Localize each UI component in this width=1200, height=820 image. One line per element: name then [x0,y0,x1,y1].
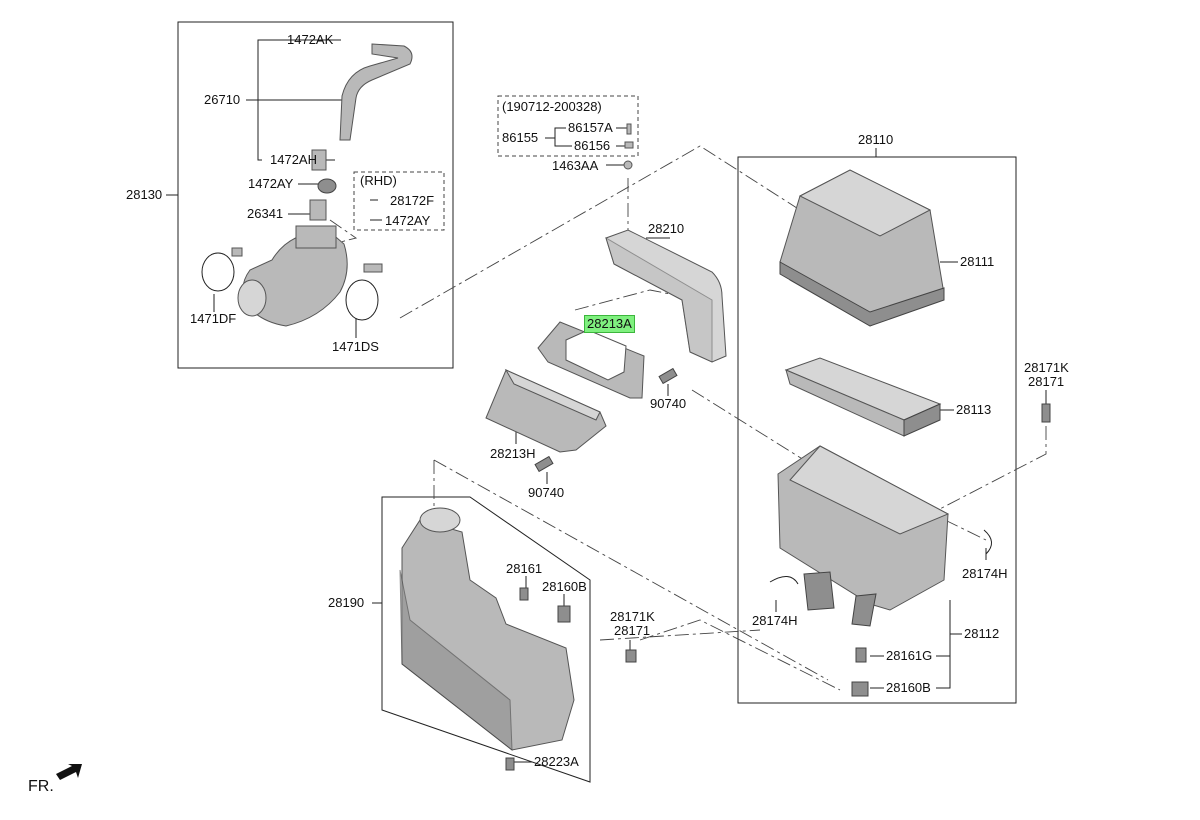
label-26710: 26710 [204,92,241,107]
label-28171-a: 28171 [1028,374,1065,389]
label-28161G: 28161G [886,648,933,663]
rhd-box [353,171,445,231]
label-28210: 28210 [648,221,685,236]
label-28172F: 28172F [390,193,435,208]
clamps-left [201,247,383,321]
label-86155: 86155 [502,130,539,145]
hose-26710 [339,43,413,141]
resonator-28190 [399,507,637,771]
label-28171K-a: 28171K [1024,360,1069,375]
date-range-box [497,95,639,157]
label-28160B-a: 28160B [886,680,931,695]
label-28213H: 28213H [490,446,536,461]
label-28213A-highlighted[interactable]: 28213A [584,315,635,333]
bolts-90740 [534,367,678,473]
label-28171K-b: 28171K [610,609,655,624]
clips-28174H [769,529,992,585]
label-26341: 26341 [247,206,284,221]
grommets-28161G [851,647,869,697]
label-28174H-b: 28174H [752,613,798,628]
label-28160B-b: 28160B [542,579,587,594]
leader-lines-28110 [775,148,1047,689]
label-1463AA: 1463AA [552,158,599,173]
group-box-28110 [737,156,1017,704]
gasket-28213A [537,321,645,399]
label-90740-b: 90740 [528,485,565,500]
body-28112 [777,445,950,627]
label-rhd: (RHD) [360,173,397,188]
bolt-28171-right [1041,403,1051,423]
front-arrow-icon [56,764,82,780]
label-1472AY-a: 1472AY [248,176,294,191]
fasteners-86155 [623,123,634,170]
label-fr: FR. [28,778,54,795]
throttle-body-26341 [237,149,348,327]
label-date-range: (190712-200328) [502,99,602,114]
label-28161: 28161 [506,561,543,576]
label-28223A: 28223A [534,754,579,769]
label-28112: 28112 [964,626,1000,641]
label-86157A: 86157A [568,120,613,135]
cover-28111 [779,169,945,327]
label-1472AY-b: 1472AY [385,213,431,228]
label-28111: 28111 [960,254,995,269]
filter-28113 [784,357,942,437]
duct-28210 [605,229,727,363]
label-90740-a: 90740 [650,396,687,411]
label-1472AH: 1472AH [270,152,317,167]
group-box-28190 [381,496,591,783]
label-1472AK: 1472AK [287,32,334,47]
label-86156: 86156 [574,138,611,153]
label-1471DF: 1471DF [190,311,237,326]
label-28130: 28130 [126,187,163,202]
label-28113: 28113 [956,402,992,417]
label-28190: 28190 [328,595,365,610]
label-28174H-a: 28174H [962,566,1008,581]
label-28171-b: 28171 [614,623,651,638]
cover-28213H [485,368,607,453]
label-1471DS: 1471DS [332,339,379,354]
label-28110: 28110 [858,132,894,147]
